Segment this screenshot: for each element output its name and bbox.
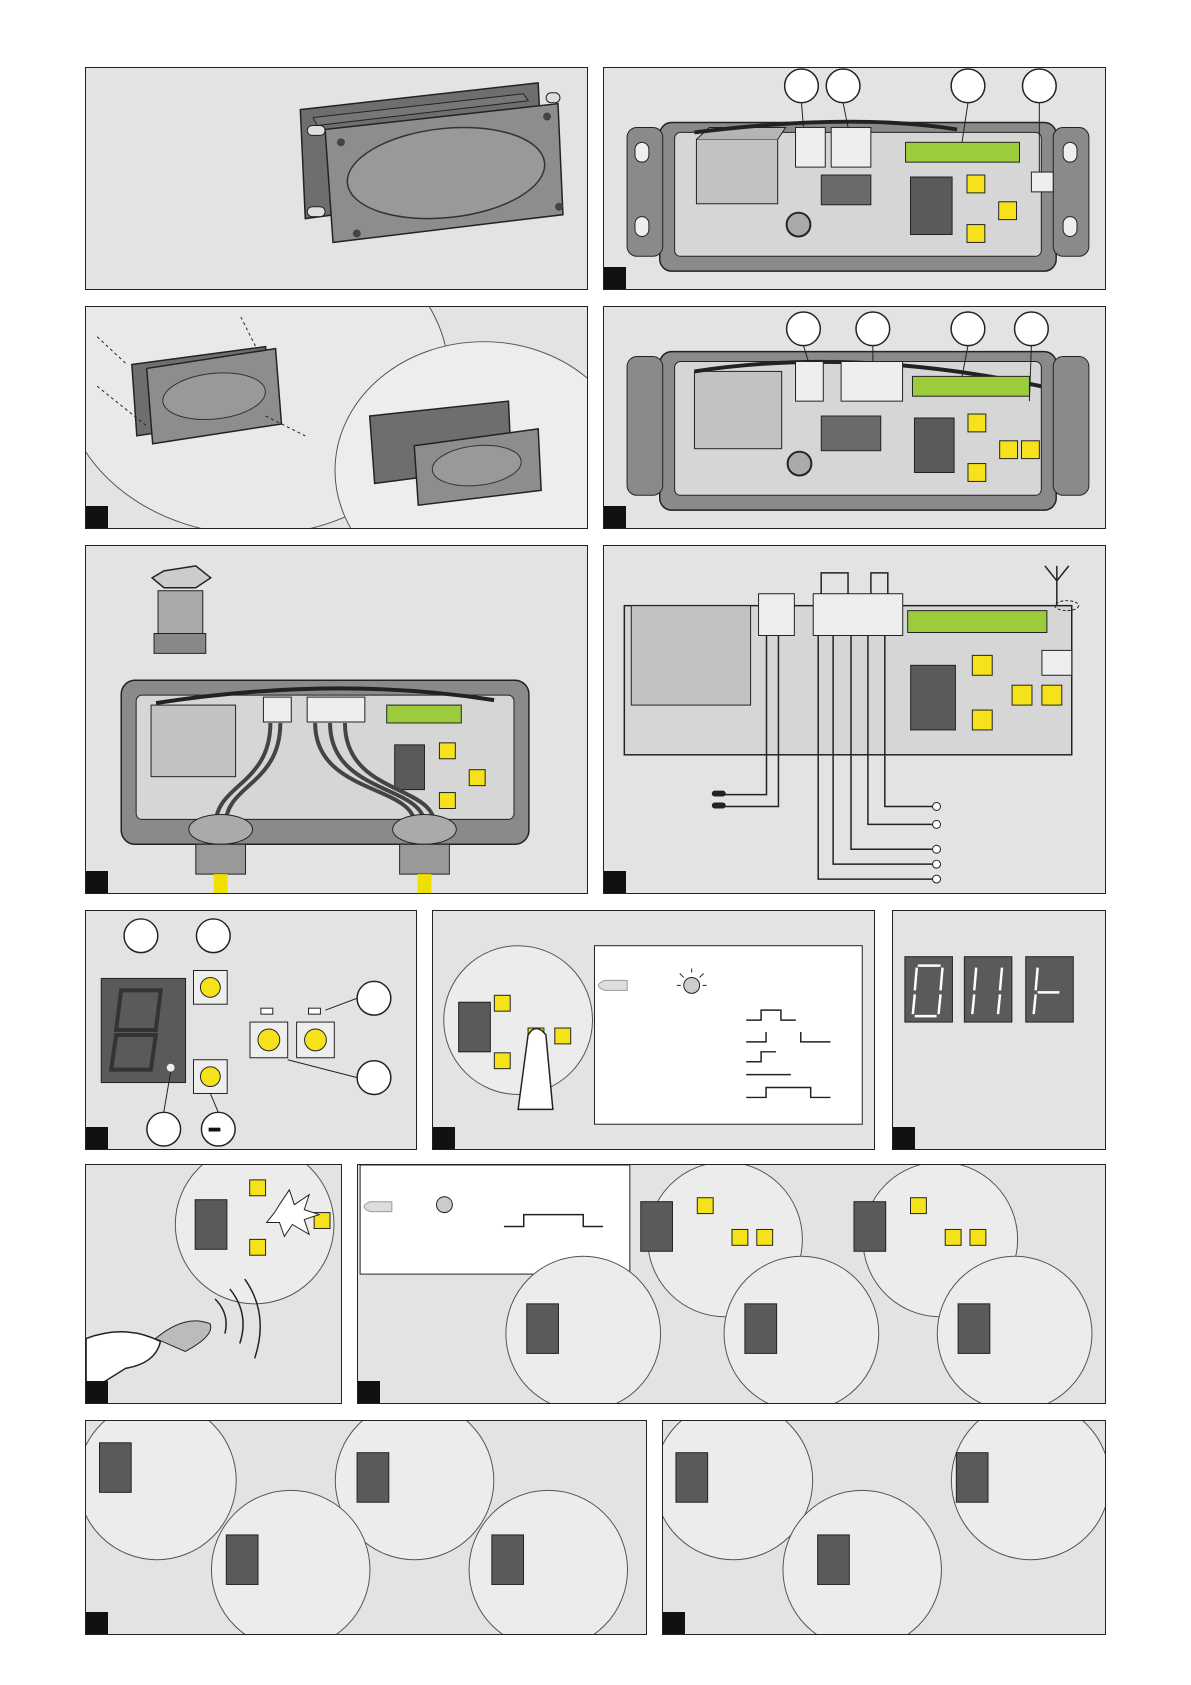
remote-control-icon [155,1321,210,1352]
light-bulb-icon [436,1197,452,1213]
figure-panel-7: – [85,910,417,1150]
figure-marker [663,1612,685,1634]
control-board-illustration-b [604,307,1105,528]
closed-enclosure-illustration [86,68,587,289]
figure-panel-5 [85,545,588,894]
figure-panel-3 [85,306,588,529]
figure-marker [86,1381,108,1403]
remote-learning-illustration [86,1165,341,1403]
control-board-illustration-a [604,68,1105,289]
minus-label: – [207,1114,222,1144]
programming-sequence-illustration [358,1165,1105,1403]
figure-panel-13 [662,1420,1106,1635]
figure-marker [433,1127,455,1149]
figure-panel-10 [85,1164,342,1404]
figure-panel-8 [432,910,875,1150]
figure-marker [604,506,626,528]
figure-panel-9 [892,910,1106,1150]
figure-panel-4 [603,306,1106,529]
figure-panel-11 [357,1164,1106,1404]
figure-panel-6 [603,545,1106,894]
cable-gland-wiring-illustration [86,546,587,893]
figure-marker [604,871,626,893]
figure-marker [893,1127,915,1149]
finger-icon [598,980,627,990]
enclosure-opening-illustration [86,307,587,528]
figure-marker [358,1381,380,1403]
figure-panel-2 [603,67,1106,290]
figure-panel-1 [85,67,588,290]
programming-sequence-illustration-c [663,1421,1105,1634]
figure-marker [86,1127,108,1149]
figure-marker [86,506,108,528]
figure-marker [86,871,108,893]
figure-marker [86,1612,108,1634]
programming-sequence-illustration-b [86,1421,646,1634]
button-press-timing-illustration [433,911,874,1149]
light-bulb-icon [684,977,700,993]
display-states-illustration [893,911,1105,1149]
display-and-buttons-legend [86,911,416,1149]
finger-icon [364,1202,392,1212]
figure-panel-12 [85,1420,647,1635]
wiring-schematic [604,546,1105,893]
figure-marker [604,267,626,289]
